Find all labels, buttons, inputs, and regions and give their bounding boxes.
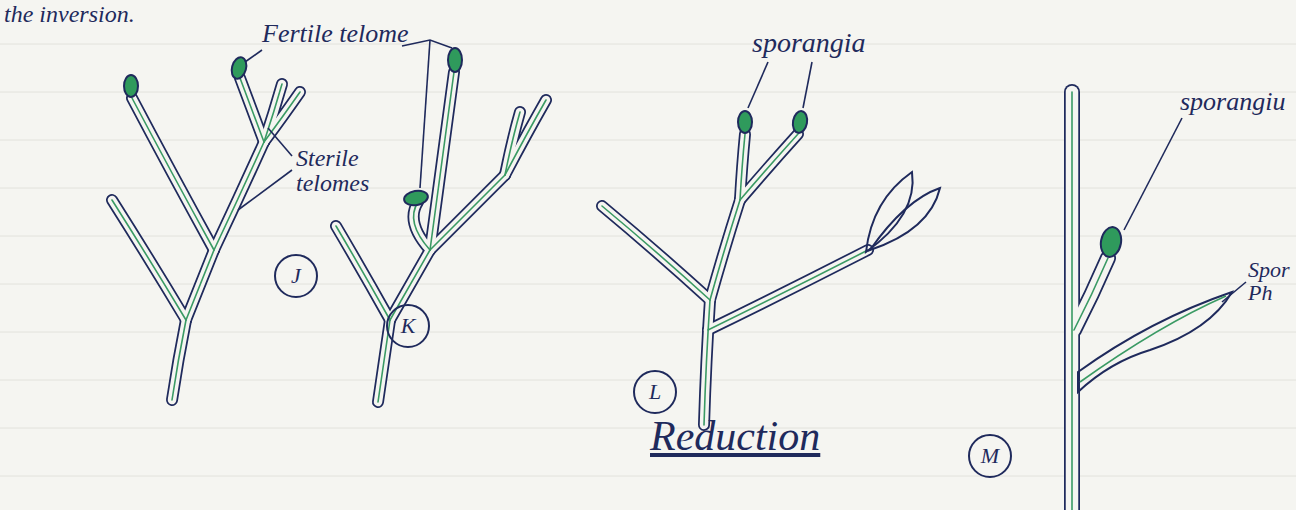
handwritten-label: the inversion. [4, 2, 135, 27]
telome-branches [602, 134, 868, 425]
telome-branches [336, 72, 546, 402]
leader-lines [420, 40, 430, 188]
sporangium-symbols [229, 56, 248, 81]
ruled-lines [0, 428, 1296, 429]
leader-lines [402, 40, 452, 48]
figure-letter: L [649, 379, 661, 405]
leaf-shapes [870, 188, 940, 250]
telome-branches [112, 78, 300, 400]
handwritten-label: sporangia [752, 28, 866, 57]
sporangium-symbols [738, 111, 752, 133]
leaf-shapes [1078, 292, 1232, 392]
ruled-lines [0, 44, 1296, 45]
leader-lines [1124, 118, 1182, 230]
telome-branches [1072, 92, 1108, 510]
handwritten-label: Fertile telome [262, 20, 409, 47]
leader-lines [245, 50, 262, 62]
sporangium-symbols [124, 75, 138, 97]
sporangium-symbols [1099, 225, 1124, 258]
sporangium-symbols [791, 110, 809, 134]
telome-branches [112, 78, 300, 400]
figure-letter-circle: M [968, 434, 1012, 478]
handwritten-label: sporangiu [1180, 88, 1285, 115]
leader-lines [1222, 282, 1246, 302]
telome-branches [112, 78, 300, 400]
ruled-lines [0, 476, 1296, 477]
handwritten-label: Spor Ph [1248, 258, 1288, 304]
leader-lines [238, 170, 292, 210]
telome-branches [336, 72, 546, 402]
figure-letter: K [401, 313, 416, 339]
ruled-lines [0, 140, 1296, 141]
figure-letter-circle: L [633, 370, 677, 414]
leader-lines [803, 62, 812, 108]
telome-branches [1072, 92, 1108, 510]
telome-branches [1072, 92, 1108, 510]
ruled-lines [0, 188, 1296, 189]
figure-letter-circle: K [386, 304, 430, 348]
telome-branches [602, 134, 868, 425]
sporangium-symbols [448, 48, 462, 72]
leaf-shapes [1080, 296, 1226, 382]
leader-lines [238, 40, 1246, 302]
figure-caption: Reduction [650, 412, 820, 460]
figure-letter-circle: J [274, 254, 318, 298]
figure-letter: M [981, 443, 999, 469]
telome-branches [336, 72, 546, 402]
ruled-lines [0, 92, 1296, 93]
leaf-shapes [866, 172, 913, 252]
sporangium-symbols [403, 189, 429, 207]
figure-letter: J [291, 263, 301, 289]
telome-branches [602, 134, 868, 425]
sporangium-symbols [124, 48, 1123, 259]
leader-lines [748, 62, 768, 108]
ruled-lines [0, 332, 1296, 333]
leaf-shapes [866, 172, 1232, 392]
telome-branches [112, 72, 1108, 510]
leader-lines [268, 128, 292, 156]
ruled-lines [0, 380, 1296, 381]
handwritten-label: Sterile telomes [296, 146, 376, 196]
